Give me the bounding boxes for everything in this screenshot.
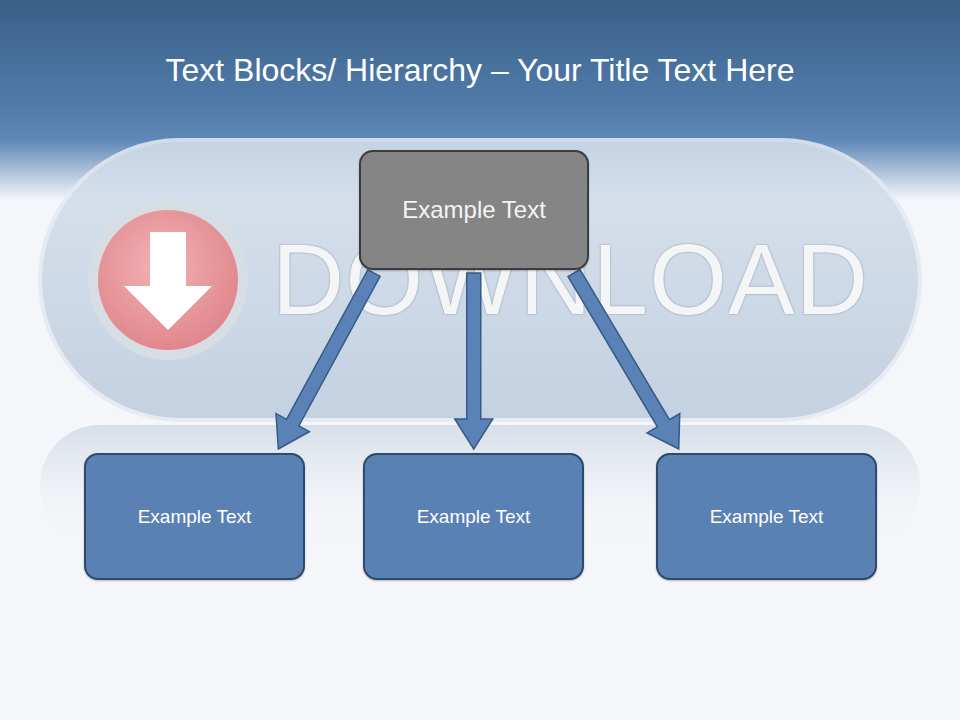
child-box: Example Text [363,453,584,580]
box-text: Example Text [417,506,531,528]
watermark-ring [88,200,248,360]
box-text: Example Text [710,506,824,528]
block-arrow [455,273,493,449]
block-arrow [568,269,680,449]
top-box: Example Text [359,150,589,270]
box-text: Example Text [138,506,252,528]
title-area: Text Blocks/ Hierarchy – Your Title Text… [0,52,960,89]
box-text: Example Text [402,196,546,224]
watermark-red-circle [98,210,238,350]
child-box: Example Text [84,453,305,580]
slide-title: Text Blocks/ Hierarchy – Your Title Text… [0,52,960,89]
child-box: Example Text [656,453,877,580]
watermark-down-arrow [124,232,212,330]
block-arrow [276,270,380,449]
